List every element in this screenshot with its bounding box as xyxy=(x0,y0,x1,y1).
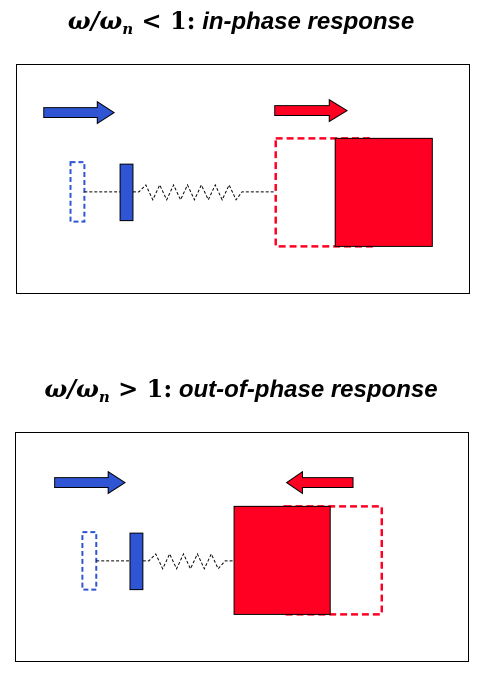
spring xyxy=(132,183,276,201)
ratio-numerator: ω/ω xyxy=(67,6,123,35)
out-of-phase-diagram xyxy=(15,432,469,662)
base-plate xyxy=(129,532,144,591)
base-rest-position-outline xyxy=(81,531,98,591)
mass-rest-position-outline xyxy=(274,137,376,248)
ratio-relation: < xyxy=(141,6,162,35)
mass-motion-arrow xyxy=(274,98,349,123)
in-phase-diagram-canvas xyxy=(43,98,433,248)
base-motion-arrow xyxy=(43,100,116,125)
spring xyxy=(142,552,235,570)
frequency-ratio-expression: ω/ωn < 1: xyxy=(67,6,196,38)
ratio-numerator: ω/ω xyxy=(44,374,99,403)
out-of-phase-heading: ω/ωn > 1: out-of-phase response xyxy=(0,374,482,406)
response-label: out-of-phase response xyxy=(178,376,438,403)
mass-block xyxy=(334,137,433,247)
out-of-phase-diagram-canvas xyxy=(54,470,384,616)
base-plate xyxy=(119,163,134,222)
mass-rest-position-outline xyxy=(283,505,384,616)
base-motion-arrow xyxy=(54,470,126,495)
ratio-subscript: n xyxy=(122,20,134,38)
ratio-value: 1 xyxy=(146,374,164,403)
ratio-value: 1 xyxy=(169,6,187,35)
ratio-subscript: n xyxy=(98,388,110,406)
mass-block xyxy=(233,505,331,615)
in-phase-diagram xyxy=(16,64,470,294)
ratio-relation: > xyxy=(118,374,139,403)
frequency-ratio-expression: ω/ωn > 1: xyxy=(44,374,173,406)
in-phase-heading: ω/ωn < 1: in-phase response xyxy=(0,6,482,38)
response-label: in-phase response xyxy=(202,8,415,35)
mass-motion-arrow xyxy=(285,470,354,495)
ratio-colon: : xyxy=(186,6,196,35)
ratio-colon: : xyxy=(163,374,173,403)
base-rest-position-outline xyxy=(69,161,86,223)
